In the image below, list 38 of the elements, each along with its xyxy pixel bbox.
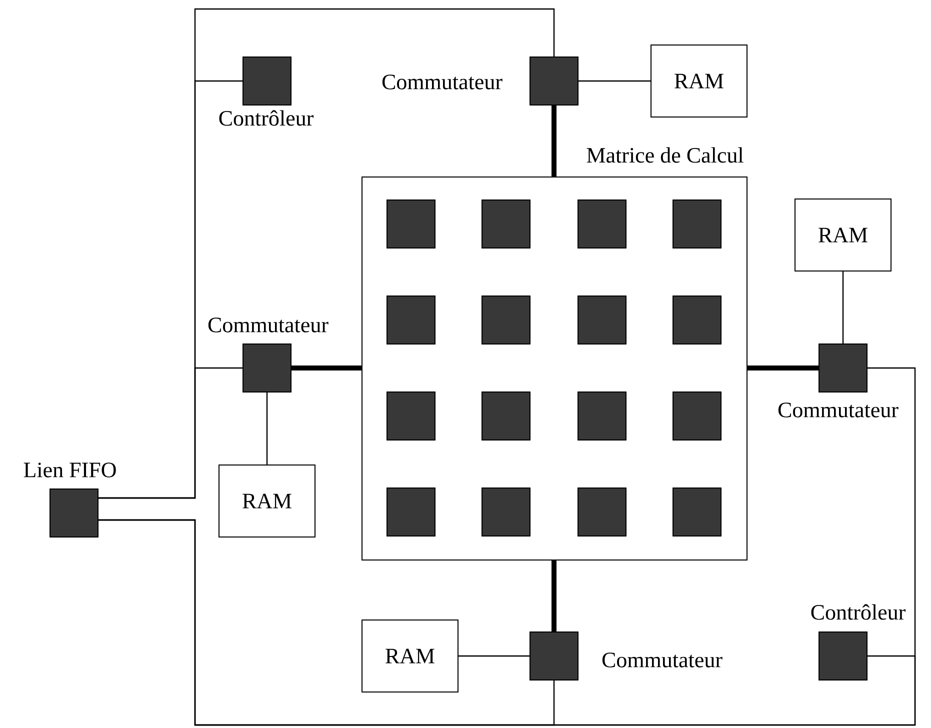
block-label: Commutateur [382, 74, 502, 90]
connector-line [842, 271, 844, 344]
processor-square [386, 296, 436, 344]
processor-square [672, 488, 722, 536]
processor-square [672, 296, 722, 344]
processor-square [482, 296, 530, 344]
memory-box: RAM [794, 198, 892, 272]
processor-square [672, 392, 722, 440]
block-label: Commutateur [208, 318, 328, 332]
processor-square [578, 296, 626, 344]
connector-line [578, 80, 651, 82]
block-label: Lien FIFO [24, 462, 116, 478]
processor-square [578, 200, 626, 248]
processor-square [386, 488, 436, 536]
processor-square [578, 488, 626, 536]
memory-box: RAM [362, 620, 458, 692]
block-label: Matrice de Calcul [586, 147, 744, 163]
bus-link [291, 366, 362, 370]
connector-line [98, 8, 555, 499]
memory-box: RAM [218, 464, 316, 538]
block-label: Commutateur [778, 402, 898, 418]
processor-square [386, 200, 436, 248]
processor-square [386, 392, 436, 440]
connector-line [458, 655, 530, 657]
bus-link [552, 105, 556, 177]
memory-box: RAM [650, 44, 748, 118]
processor-square [672, 200, 722, 248]
processor-square [482, 392, 530, 440]
block-label: Commutateur [602, 652, 722, 668]
processor-square [482, 488, 530, 536]
connector-line [266, 392, 268, 465]
block-label: Contrôleur [219, 110, 314, 126]
bus-link [747, 366, 819, 370]
processor-square [482, 200, 530, 248]
bus-link [552, 560, 556, 632]
processor-square [578, 392, 626, 440]
connector-line [98, 519, 916, 726]
block-label: Contrôleur [811, 604, 906, 620]
